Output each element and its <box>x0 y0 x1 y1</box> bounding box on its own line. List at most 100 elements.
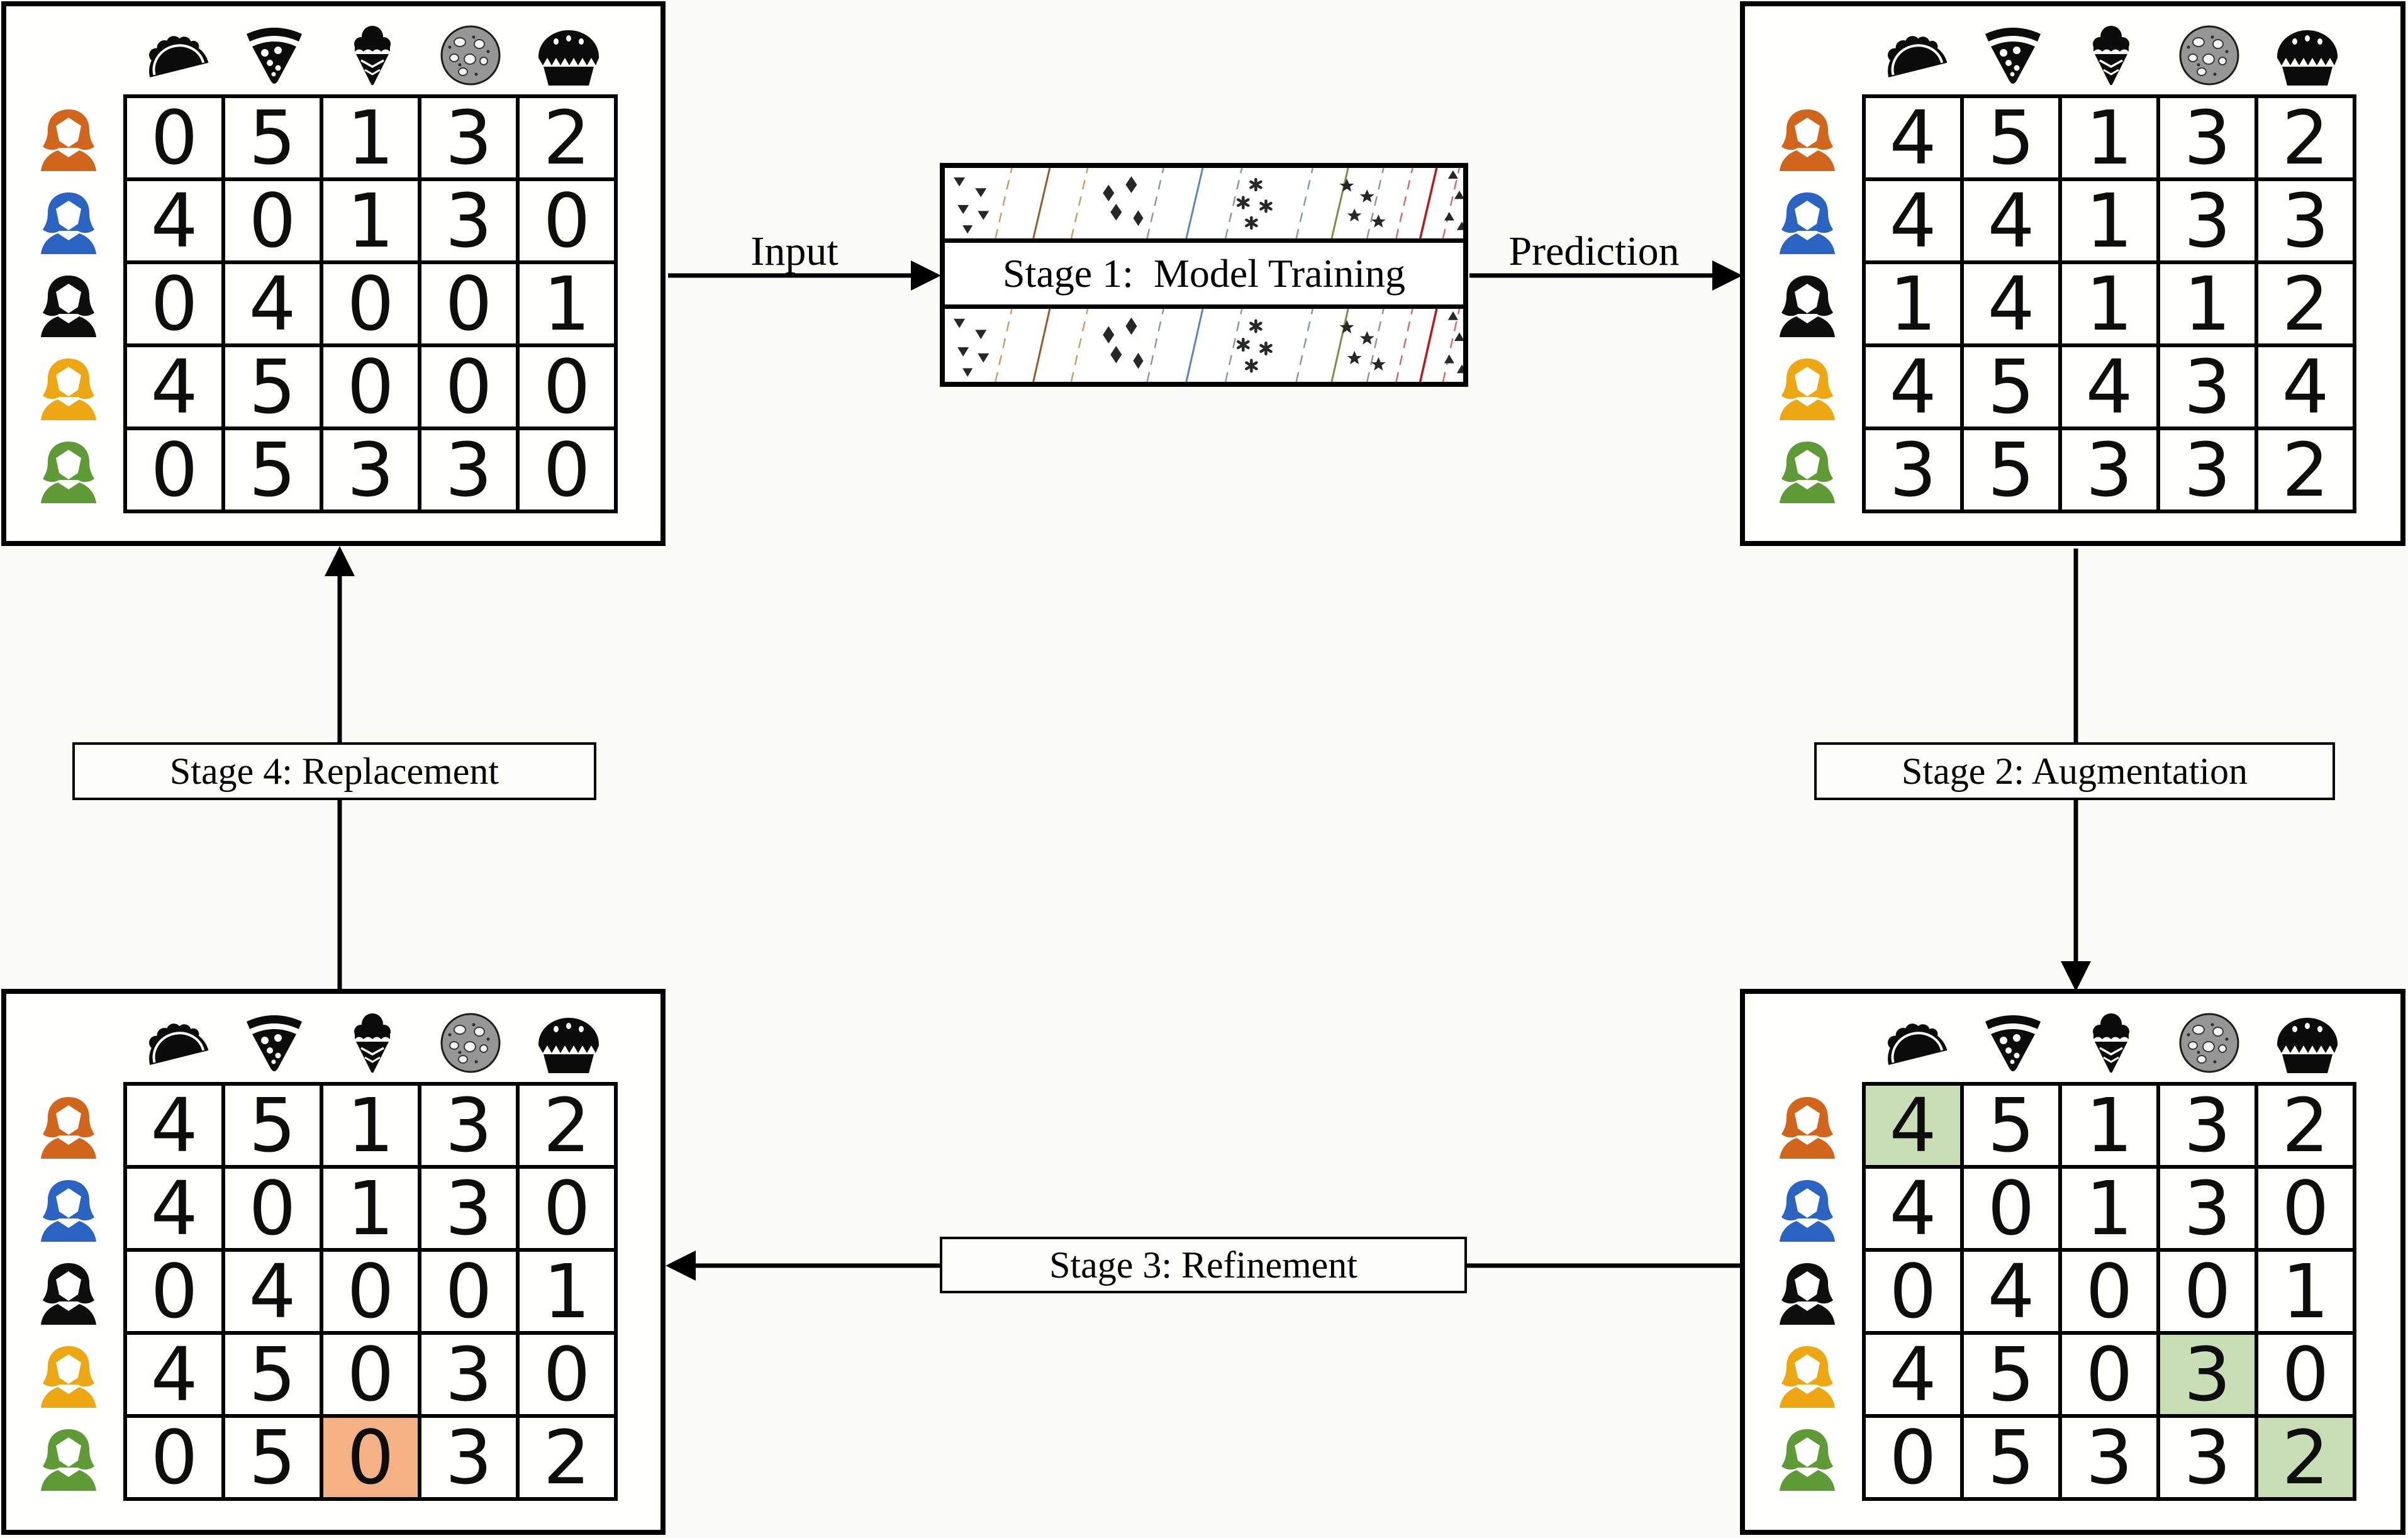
user-green-icon <box>37 1426 100 1493</box>
matrix-cell: 4 <box>225 264 320 343</box>
matrix-cell: 0 <box>127 1418 221 1497</box>
pie-icon <box>528 21 609 89</box>
food-header-cell <box>323 1000 421 1077</box>
matrix-cell: 3 <box>421 181 516 260</box>
training-pattern-bottom <box>945 309 1463 382</box>
matrix-cell: 0 <box>323 347 418 426</box>
matrix-cell: 0 <box>323 1418 418 1497</box>
matrix-cell: 3 <box>2160 347 2255 426</box>
matrix-cell: 1 <box>323 181 418 260</box>
user-gold-icon <box>1776 355 1839 422</box>
matrix-cell: 2 <box>520 1418 614 1497</box>
user-header-cell <box>23 1335 114 1418</box>
user-header-cell <box>1761 181 1853 264</box>
matrix-cell: 1 <box>2062 1086 2156 1165</box>
matrix-cell: 1 <box>1866 264 1960 343</box>
pizza-icon <box>1973 21 2053 89</box>
matrix-cell: 1 <box>2062 264 2156 343</box>
stage2-augmentation-box: Stage 2: Augmentation <box>1814 742 2335 800</box>
matrix-cell: 3 <box>421 1335 516 1414</box>
matrix-cell: 0 <box>520 1335 614 1414</box>
user-green-icon <box>37 438 100 505</box>
user-blue-icon <box>37 189 100 256</box>
matrix-cell: 4 <box>127 181 221 260</box>
matrix-cell: 1 <box>323 1169 418 1248</box>
matrix-cell: 0 <box>421 264 516 343</box>
pie-icon <box>528 1009 609 1077</box>
replacement-arrowhead <box>325 546 355 576</box>
user-header-cell <box>23 1252 114 1335</box>
matrix-cell: 0 <box>323 264 418 343</box>
cookie-icon <box>430 1009 511 1077</box>
matrix-cell: 3 <box>2160 1335 2255 1414</box>
matrix-cell: 5 <box>225 1418 320 1497</box>
matrix-cell: 1 <box>323 98 418 177</box>
matrix-cell: 4 <box>1866 1169 1960 1248</box>
pizza-icon <box>234 21 315 89</box>
matrix-cell: 0 <box>520 1169 614 1248</box>
matrix-cell: 1 <box>2062 98 2156 177</box>
user-orange-icon <box>37 106 100 173</box>
matrix-cell: 3 <box>2160 1169 2255 1248</box>
taco-icon <box>136 1009 216 1077</box>
food-header-cell <box>2160 13 2258 89</box>
matrix-cell: 2 <box>2258 430 2353 510</box>
user-header-cell <box>1761 1418 1853 1501</box>
food-header-cell <box>421 1000 520 1077</box>
food-header-cell <box>2062 13 2160 89</box>
prediction-label: Prediction <box>1508 228 1680 274</box>
matrix-cell: 3 <box>421 98 516 177</box>
food-header-cell <box>1866 1000 1964 1077</box>
matrix-cell: 4 <box>2258 347 2353 426</box>
pie-icon <box>2267 21 2348 89</box>
matrix-cell: 2 <box>2258 264 2353 343</box>
matrix-cell: 2 <box>2258 98 2353 177</box>
matrix-cell: 3 <box>2160 1086 2255 1165</box>
user-header-column <box>1761 1086 1853 1501</box>
food-header-cell <box>225 1000 323 1077</box>
matrix-cell: 5 <box>225 430 320 510</box>
user-header-cell <box>1761 347 1853 430</box>
matrix-cell: 5 <box>225 98 320 177</box>
matrix-cell: 3 <box>2160 181 2255 260</box>
matrix-cell: 1 <box>2062 181 2156 260</box>
matrix-cell: 4 <box>225 1252 320 1331</box>
ice-cream-icon <box>332 1009 413 1077</box>
matrix-cell: 2 <box>2258 1418 2353 1497</box>
matrix-cell: 4 <box>1964 181 2058 260</box>
stage1-title: Stage 1: Model Training <box>945 238 1463 309</box>
matrix-cell: 0 <box>520 430 614 510</box>
matrix-cell: 4 <box>127 1169 221 1248</box>
matrix-cell: 3 <box>1866 430 1960 510</box>
user-header-cell <box>23 430 114 513</box>
cookie-icon <box>2169 1009 2249 1077</box>
matrix-cell: 0 <box>520 181 614 260</box>
matrix-cell: 1 <box>2258 1252 2353 1331</box>
food-header-cell <box>520 1000 618 1077</box>
matrix-cell: 4 <box>1964 1252 2058 1331</box>
user-blue-icon <box>1776 189 1839 256</box>
matrix-cell: 3 <box>2062 430 2156 510</box>
matrix-cell: 0 <box>2160 1252 2255 1331</box>
ice-cream-icon <box>332 21 413 89</box>
matrix-cell: 0 <box>421 1252 516 1331</box>
user-header-cell <box>23 264 114 347</box>
user-header-cell <box>23 1169 114 1252</box>
matrix-cell: 0 <box>225 181 320 260</box>
matrix-cell: 0 <box>2258 1169 2353 1248</box>
matrix-cell: 4 <box>127 1335 221 1414</box>
taco-icon <box>1875 1009 1955 1077</box>
matrix-cell: 4 <box>2062 347 2156 426</box>
matrix-cell: 5 <box>225 347 320 426</box>
matrix-cell: 0 <box>127 1252 221 1331</box>
user-header-column <box>23 98 114 513</box>
matrix-cell: 0 <box>2258 1335 2353 1414</box>
matrix-cell: 3 <box>2062 1418 2156 1497</box>
user-black-icon <box>1776 272 1839 339</box>
matrix-cell: 3 <box>421 1418 516 1497</box>
user-header-cell <box>1761 1252 1853 1335</box>
food-header-cell <box>225 13 323 89</box>
